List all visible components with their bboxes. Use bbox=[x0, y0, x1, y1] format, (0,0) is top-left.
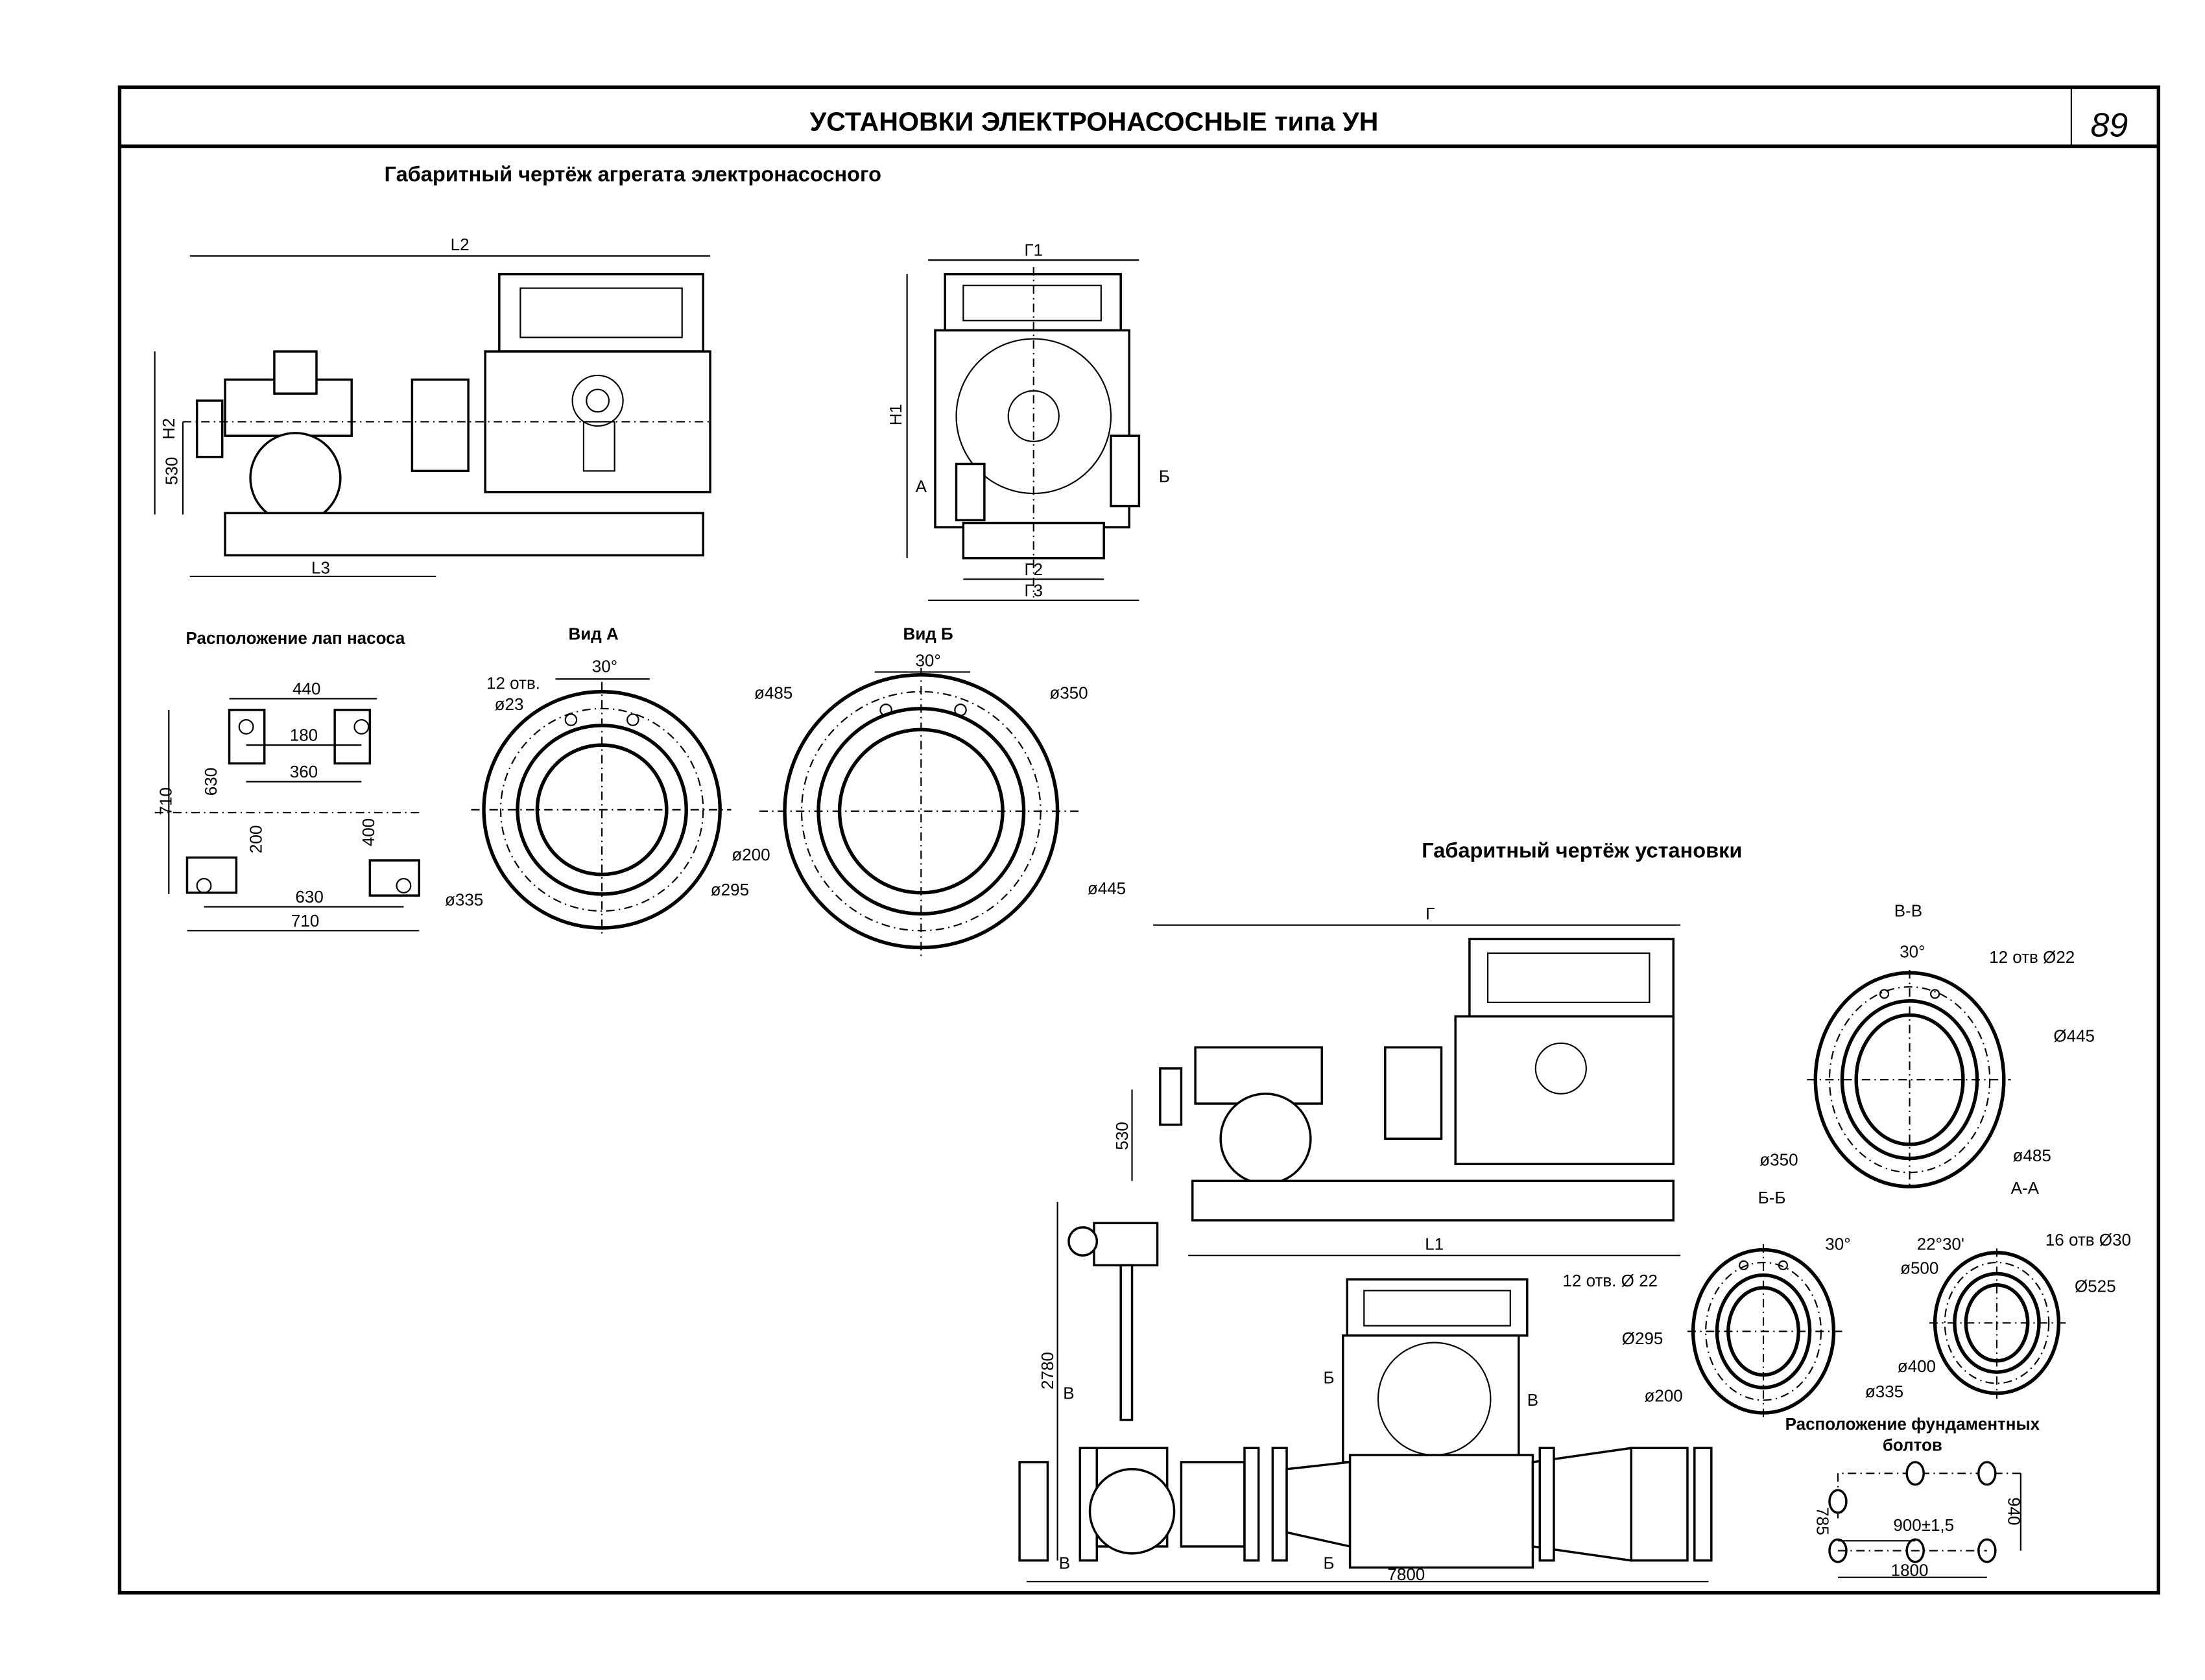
section-vv-d350: ø350 bbox=[1759, 1150, 1798, 1169]
view-a-d200: ø200 bbox=[732, 845, 770, 864]
section-bb-flange bbox=[1687, 1244, 1842, 1417]
section-vv-d445: Ø445 bbox=[2053, 1026, 2095, 1046]
dim-710-vertical: 710 bbox=[156, 787, 176, 815]
section-bb-d295: Ø295 bbox=[1622, 1329, 1663, 1348]
dim-400: 400 bbox=[359, 818, 378, 846]
unit-side-view bbox=[154, 255, 711, 578]
dim-630: 630 bbox=[295, 887, 323, 906]
section-vv-holes: 12 отв Ø22 bbox=[1989, 947, 2075, 967]
installation-title: Габаритный чертёж установки bbox=[1422, 839, 1742, 862]
section-vv-flange bbox=[1807, 970, 2011, 1190]
view-mark-a: А bbox=[916, 477, 927, 496]
dim-1800: 1800 bbox=[1891, 1561, 1929, 1580]
bolts-title-line2: болтов bbox=[1883, 1436, 1942, 1455]
dim-200: 200 bbox=[246, 825, 265, 853]
view-b-title: Вид Б bbox=[903, 624, 953, 644]
view-a-holes: 12 отв. bbox=[486, 673, 540, 692]
sheet-frame bbox=[117, 85, 2161, 1595]
dim-g3: Г3 bbox=[1024, 580, 1043, 600]
section-bb-d200: ø200 bbox=[1644, 1386, 1682, 1406]
dim-785: 785 bbox=[1813, 1507, 1832, 1535]
section-aa-d400: ø400 bbox=[1898, 1356, 1936, 1376]
dim-530-installation: 530 bbox=[1112, 1122, 1132, 1150]
view-mark-b: Б bbox=[1159, 467, 1170, 486]
section-mark-b-bottom: Б bbox=[1324, 1554, 1335, 1573]
dim-440: 440 bbox=[292, 679, 320, 698]
section-bb-d335: ø335 bbox=[1865, 1382, 1903, 1401]
paws-layout bbox=[154, 698, 422, 932]
dim-7800: 7800 bbox=[1387, 1565, 1425, 1584]
dim-900: 900±1,5 bbox=[1893, 1515, 1954, 1535]
dim-g2: Г2 bbox=[1024, 560, 1043, 579]
section-aa-d525: Ø525 bbox=[2075, 1277, 2116, 1296]
unit-front-view bbox=[906, 259, 1141, 601]
dim-l3: L3 bbox=[311, 558, 330, 578]
dim-2780: 2780 bbox=[1038, 1352, 1057, 1390]
section-aa-title: А-А bbox=[2011, 1178, 2040, 1198]
view-a-flange bbox=[471, 678, 732, 935]
view-a-d295: ø295 bbox=[711, 880, 749, 899]
installation-pipeline-view bbox=[1018, 1201, 1713, 1583]
dim-710: 710 bbox=[291, 911, 319, 930]
section-mark-v-top: В bbox=[1527, 1390, 1538, 1410]
dim-l1: L1 bbox=[1425, 1235, 1444, 1254]
page-number: 89 bbox=[2091, 106, 2128, 144]
dim-630-vertical: 630 bbox=[201, 768, 220, 796]
section-bb-holes: 12 отв. Ø 22 bbox=[1562, 1271, 1658, 1290]
section-aa-flange bbox=[1929, 1248, 2068, 1399]
section-vv-angle: 30° bbox=[1900, 942, 1925, 962]
dim-530: 530 bbox=[161, 457, 181, 485]
dim-g: Г bbox=[1425, 904, 1435, 923]
section-mark-v-bottom: В bbox=[1059, 1554, 1070, 1573]
dim-360: 360 bbox=[290, 762, 318, 781]
view-a-hole-diameter: ø23 bbox=[495, 694, 524, 714]
section-aa-holes: 16 отв Ø30 bbox=[2045, 1230, 2131, 1249]
dim-h2: H2 bbox=[159, 418, 178, 440]
section-bb-angle: 30° bbox=[1825, 1235, 1850, 1254]
view-a-d335: ø335 bbox=[445, 890, 483, 909]
section-mark-v-left: В bbox=[1063, 1383, 1074, 1402]
section-vv-d485: ø485 bbox=[2013, 1146, 2051, 1165]
dim-g1: Г1 bbox=[1024, 241, 1043, 260]
dim-l2: L2 bbox=[451, 235, 470, 254]
foundation-bolts-layout bbox=[1828, 1461, 2025, 1578]
section-aa-d500: ø500 bbox=[1900, 1258, 1938, 1277]
view-b-angle: 30° bbox=[915, 651, 940, 670]
dim-180: 180 bbox=[290, 726, 318, 745]
paws-title: Расположение лап насоса bbox=[186, 628, 405, 648]
view-b-flange bbox=[759, 667, 1083, 956]
view-a-angle: 30° bbox=[592, 656, 617, 676]
view-b-d485: ø485 bbox=[754, 683, 793, 703]
unit-drawing-title: Габаритный чертёж агрегата электронасосн… bbox=[385, 163, 881, 186]
dim-h1: H1 bbox=[886, 404, 905, 425]
section-vv-title: В-В bbox=[1894, 901, 1922, 921]
view-b-d445: ø445 bbox=[1088, 879, 1126, 898]
bolts-title-line1: Расположение фундаментных bbox=[1785, 1414, 2040, 1434]
dim-940: 940 bbox=[2004, 1497, 2023, 1525]
sheet-title: УСТАНОВКИ ЭЛЕКТРОНАСОСНЫЕ типа УН bbox=[810, 107, 1379, 137]
section-mark-b-top: Б bbox=[1324, 1368, 1335, 1388]
view-a-title: Вид А bbox=[568, 624, 618, 644]
view-b-d350: ø350 bbox=[1049, 683, 1088, 703]
section-aa-angle: 22°30' bbox=[1917, 1235, 1964, 1254]
section-bb-title: Б-Б bbox=[1758, 1188, 1786, 1207]
installation-side-view bbox=[1131, 924, 1681, 1257]
